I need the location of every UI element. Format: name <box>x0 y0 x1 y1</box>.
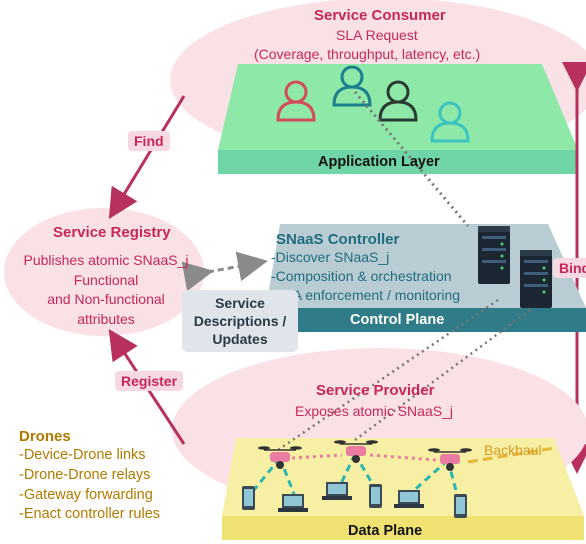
bind-label: Bind <box>553 258 586 278</box>
application-layer-label: Application Layer <box>318 154 440 170</box>
application-layer-plane <box>218 64 578 174</box>
data-plane-plane <box>222 438 584 540</box>
service-descriptions-line: Updates <box>212 331 268 347</box>
find-label: Find <box>128 131 170 151</box>
drones-item: -Enact controller rules <box>19 506 161 522</box>
service-descriptions-line: Service <box>215 295 265 311</box>
user-icon-red <box>276 80 316 122</box>
service-descriptions-box: Service Descriptions / Updates <box>182 290 298 352</box>
sla-attributes-text: (Coverage, throughput, latency, etc.) <box>254 46 481 62</box>
laptop-icon <box>394 490 424 508</box>
drones-item: -Device-Drone links <box>19 447 146 463</box>
service-registry-title: Service Registry <box>53 224 171 241</box>
smartphone-icon <box>454 494 467 518</box>
service-descriptions-line: Descriptions / <box>193 313 287 329</box>
registry-line: attributes <box>77 311 135 327</box>
registry-line: Functional <box>73 272 139 288</box>
find-arrow <box>108 95 186 220</box>
snaas-controller-title: SNaaS Controller <box>276 231 400 248</box>
controller-item: -Composition & orchestration <box>271 268 452 284</box>
drones-item: -Drone-Drone relays <box>19 467 151 483</box>
server-icon <box>520 250 552 308</box>
controller-drone-link <box>354 308 531 442</box>
drone-icon <box>334 440 378 463</box>
register-label: Register <box>115 371 184 391</box>
smartphone-icon <box>369 484 382 508</box>
server-icon <box>478 226 510 284</box>
drone-icon <box>428 448 472 471</box>
user-icon-cyan <box>430 101 470 143</box>
drone-drone-relays <box>291 453 437 462</box>
backhaul-label: Backhaul <box>484 442 542 458</box>
service-registry-ellipse <box>4 208 204 336</box>
registry-controller-arrow <box>181 251 268 292</box>
control-plane-label: Control Plane <box>350 312 445 328</box>
drones-title: Drones <box>19 428 71 445</box>
sla-request-text: SLA Request <box>336 27 418 43</box>
registry-line: and Non-functional <box>47 291 165 307</box>
user-icon-dark <box>378 80 418 122</box>
user-icon-teal <box>332 65 372 107</box>
laptop-icon <box>278 494 308 512</box>
controller-item: -SLA enforcement / monitoring <box>271 287 461 303</box>
data-plane-label: Data Plane <box>348 523 423 539</box>
controller-item: -Discover SNaaS_j <box>271 249 390 265</box>
laptop-icon <box>322 482 352 500</box>
service-provider-text: Exposes atomic SNaaS_j <box>295 403 453 419</box>
drones-item: -Gateway forwarding <box>19 487 153 503</box>
service-provider-title: Service Provider <box>316 382 435 399</box>
smartphone-icon <box>242 486 255 510</box>
service-consumer-title: Service Consumer <box>314 7 446 24</box>
registry-line: Publishes atomic SNaaS_j <box>23 252 189 268</box>
drone-icon <box>258 446 302 469</box>
